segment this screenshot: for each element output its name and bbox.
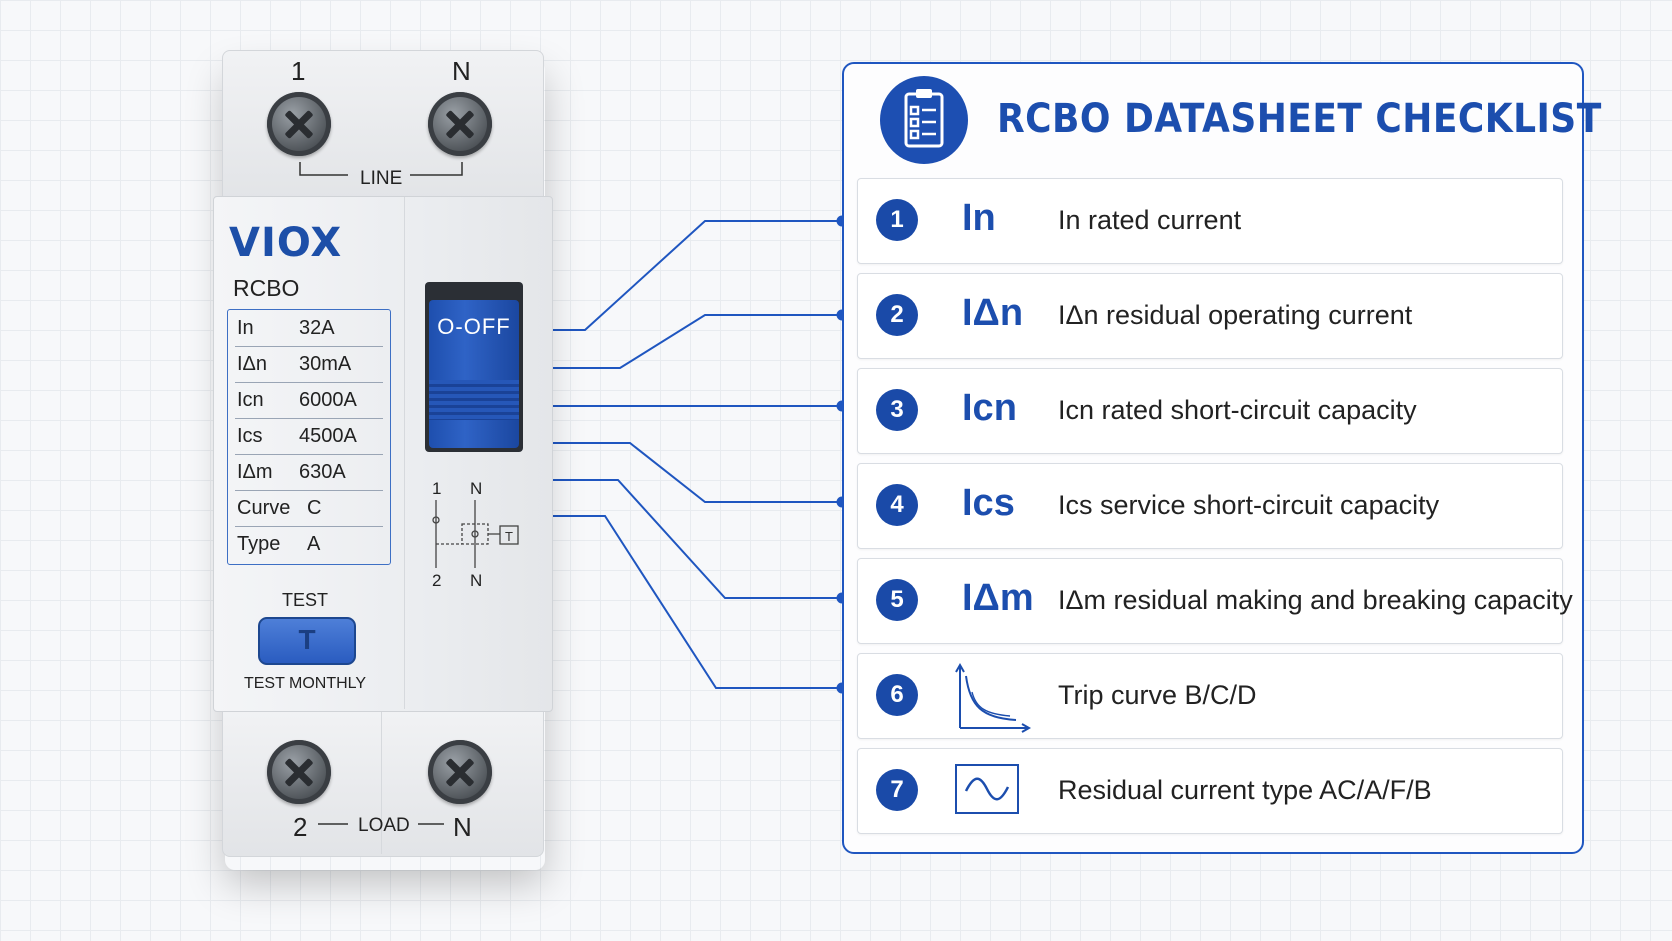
spec-row: In 32A bbox=[235, 310, 383, 347]
item-symbol: IΔn bbox=[962, 292, 1024, 334]
schematic-bottom-n: N bbox=[470, 571, 482, 590]
handle-state-label: O-OFF bbox=[437, 314, 511, 339]
spec-row: Ics 4500A bbox=[235, 418, 383, 455]
checklist-item: 2 IΔn IΔn residual operating current bbox=[857, 273, 1563, 359]
trip-curve-icon bbox=[955, 662, 1032, 733]
spec-row: IΔm 630A bbox=[235, 454, 383, 491]
schematic-top-1: 1 bbox=[432, 479, 441, 498]
toggle-handle[interactable] bbox=[429, 300, 519, 448]
terminal-2-label: 2 bbox=[293, 812, 308, 842]
screw-terminal-icon[interactable] bbox=[428, 740, 492, 804]
spec-value: 630A bbox=[299, 461, 346, 483]
item-description: Trip curve B/C/D bbox=[1058, 680, 1257, 710]
checklist-item: 1 In In rated current bbox=[857, 178, 1563, 264]
line-label: LINE bbox=[360, 168, 403, 189]
item-description: Ics service short-circuit capacity bbox=[1058, 490, 1440, 520]
sine-wave-icon bbox=[955, 764, 1019, 814]
screw-terminal-icon[interactable] bbox=[267, 740, 331, 804]
spec-value: 6000A bbox=[299, 389, 357, 411]
item-number: 7 bbox=[876, 769, 918, 811]
spec-table: In 32A IΔn 30mA Icn 6000A Ics 4500A IΔm … bbox=[227, 309, 391, 565]
schematic-bottom-2: 2 bbox=[432, 571, 441, 590]
terminal-n-label: N bbox=[452, 56, 471, 86]
item-symbol: In bbox=[962, 197, 996, 239]
checklist-item: 6 Trip curve B/C/D bbox=[857, 653, 1563, 739]
spec-row: Curve C bbox=[235, 490, 383, 527]
item-number: 1 bbox=[876, 199, 918, 241]
checklist-item: 4 Ics Ics service short-circuit capacity bbox=[857, 463, 1563, 549]
spec-value: 4500A bbox=[299, 425, 357, 447]
item-number: 6 bbox=[876, 674, 918, 716]
spec-value: 32A bbox=[299, 317, 335, 339]
circuit-schematic-icon: T 1 N 2 N bbox=[432, 479, 519, 590]
spec-key: IΔn bbox=[237, 353, 268, 375]
spec-key: In bbox=[237, 317, 254, 339]
model-name: RCBO bbox=[233, 275, 300, 301]
bottom-seam bbox=[381, 712, 382, 854]
test-button[interactable]: T bbox=[258, 617, 356, 665]
item-number: 4 bbox=[876, 484, 918, 526]
checklist-item: 5 IΔm IΔm residual making and breaking c… bbox=[857, 558, 1573, 644]
spec-row: Type A bbox=[235, 526, 383, 562]
spec-value: 30mA bbox=[299, 353, 352, 375]
spec-key: Icn bbox=[237, 389, 264, 411]
item-symbol: Ics bbox=[962, 482, 1015, 524]
schematic-test-label: T bbox=[505, 529, 513, 544]
item-number: 3 bbox=[876, 389, 918, 431]
screw-terminal-icon[interactable] bbox=[267, 92, 331, 156]
test-label: TEST bbox=[281, 590, 328, 610]
item-number: 5 bbox=[876, 579, 918, 621]
checklist-item: 3 Icn Icn rated short-circuit capacity bbox=[857, 368, 1563, 454]
item-description: In rated current bbox=[1058, 205, 1242, 235]
item-description: Icn rated short-circuit capacity bbox=[1058, 395, 1417, 425]
body-seam bbox=[404, 197, 405, 709]
item-number: 2 bbox=[876, 294, 918, 336]
clipboard-icon bbox=[880, 76, 968, 164]
test-monthly-note: TEST MONTHLY bbox=[243, 675, 367, 692]
spec-row: Icn 6000A bbox=[235, 382, 383, 419]
spec-key: Type bbox=[237, 533, 281, 555]
load-bracket bbox=[318, 823, 444, 825]
item-symbol: IΔm bbox=[962, 577, 1034, 619]
spec-key: Ics bbox=[237, 425, 263, 447]
item-description: Residual current type AC/A/F/B bbox=[1058, 775, 1432, 805]
terminal-n-bottom-label: N bbox=[453, 812, 472, 842]
spec-key: IΔm bbox=[237, 461, 273, 483]
screw-terminal-icon[interactable] bbox=[428, 92, 492, 156]
spec-row: IΔn 30mA bbox=[235, 346, 383, 383]
panel-title: RCBO DATASHEET CHECKLIST bbox=[997, 96, 1602, 142]
terminal-1-label: 1 bbox=[291, 56, 306, 86]
handle-grip bbox=[429, 380, 519, 420]
spec-key: Curve bbox=[237, 497, 291, 519]
line-bracket bbox=[299, 162, 463, 176]
load-label: LOAD bbox=[358, 815, 410, 836]
checklist-item: 7 Residual current type AC/A/F/B bbox=[857, 748, 1563, 834]
brand-logo: VIOX bbox=[229, 220, 343, 266]
item-description: IΔm residual making and breaking capacit… bbox=[1058, 585, 1573, 615]
schematic-top-n: N bbox=[470, 479, 482, 498]
spec-value: A bbox=[307, 533, 321, 555]
item-description: IΔn residual operating current bbox=[1058, 300, 1413, 330]
item-symbol: Icn bbox=[962, 387, 1017, 429]
spec-value: C bbox=[307, 497, 322, 519]
